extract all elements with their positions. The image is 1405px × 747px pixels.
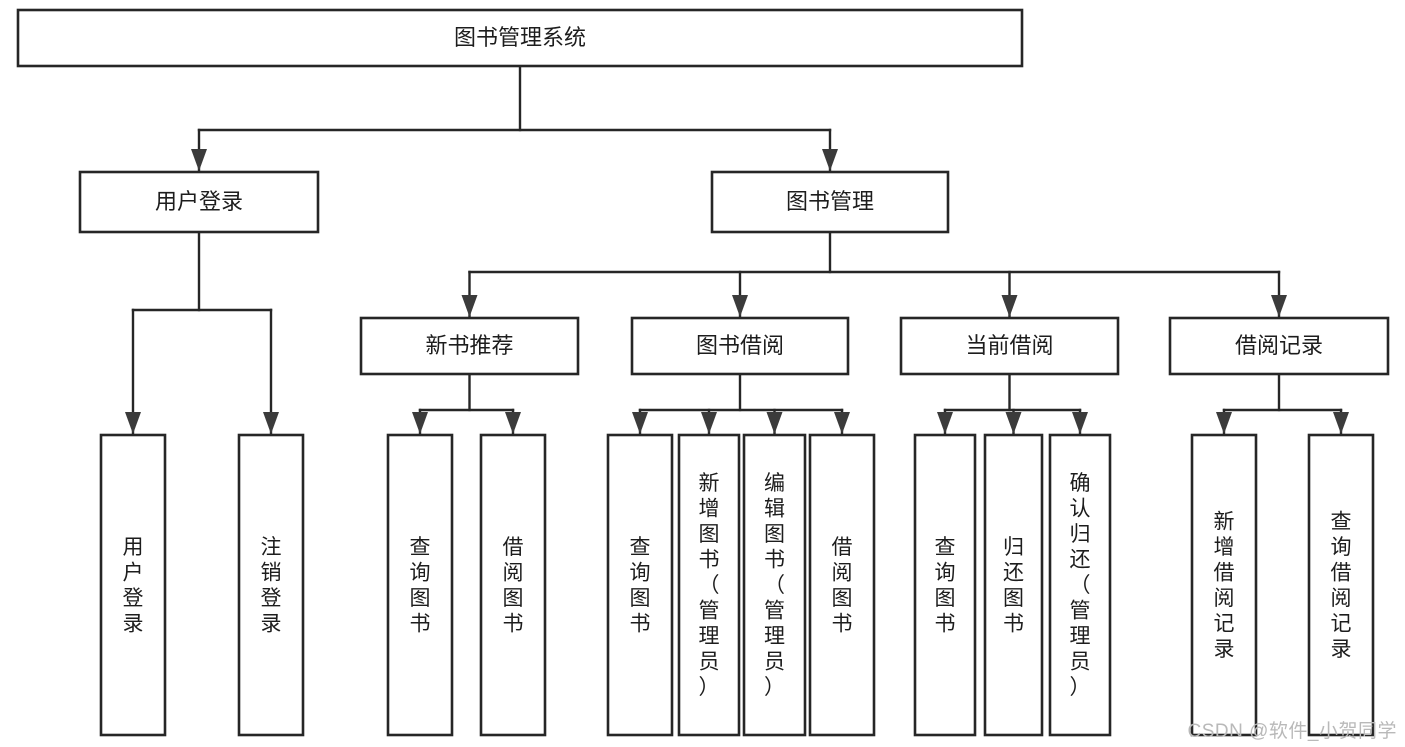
arrow-l_query_book_3 xyxy=(937,412,953,434)
node-box xyxy=(359,316,580,376)
node-label: 当前借阅 xyxy=(965,333,1053,358)
node-label: 编辑图书（管理员） xyxy=(764,472,785,699)
node-box xyxy=(710,170,950,234)
node-box xyxy=(677,433,741,737)
arrow-n_book_borrow xyxy=(732,295,748,317)
node-label: 借阅图书 xyxy=(832,536,853,636)
arrow-l_edit_book xyxy=(766,412,783,434)
arrow-l_add_book xyxy=(701,412,717,434)
node-label: 新增借阅记录 xyxy=(1214,510,1235,661)
node-box xyxy=(808,433,876,737)
node-label: 注销登录 xyxy=(261,536,282,636)
node-label: 用户登录 xyxy=(155,189,243,214)
node-n-book-borrow[interactable]: 图书借阅 xyxy=(630,316,850,376)
node-l-query-book-3[interactable]: 查询图书 xyxy=(913,433,977,737)
arrow-l_query_record xyxy=(1333,412,1349,434)
node-label: 查询借阅记录 xyxy=(1331,510,1352,661)
node-box xyxy=(983,433,1044,737)
node-box xyxy=(99,433,167,737)
node-label: 借阅图书 xyxy=(503,536,524,636)
arrow-n_current_borrow xyxy=(1001,295,1018,317)
arrow-l_query_book_2 xyxy=(632,412,648,434)
node-root[interactable]: 图书管理系统 xyxy=(16,8,1024,68)
node-box xyxy=(742,433,807,737)
node-label: 查询图书 xyxy=(935,536,956,636)
node-l-add-record[interactable]: 新增借阅记录 xyxy=(1190,433,1258,737)
node-box xyxy=(1168,316,1390,376)
node-layer: 图书管理系统用户登录图书管理新书推荐图书借阅当前借阅借阅记录用户登录注销登录查询… xyxy=(16,8,1390,737)
node-l-edit-book[interactable]: 编辑图书（管理员） xyxy=(742,433,807,737)
node-l-logout[interactable]: 注销登录 xyxy=(237,433,305,737)
node-label: 确认归还（管理员） xyxy=(1070,472,1091,699)
arrow-l_return_book xyxy=(1005,412,1022,434)
node-box xyxy=(386,433,454,737)
node-box xyxy=(78,170,320,234)
arrow-l_confirm_return xyxy=(1072,412,1088,434)
arrow-l_borrow_book_1 xyxy=(505,412,521,434)
node-l-add-book[interactable]: 新增图书（管理员） xyxy=(677,433,741,737)
node-label: 新增图书（管理员） xyxy=(699,472,720,699)
connector-layer xyxy=(125,64,1349,436)
node-l-user-login[interactable]: 用户登录 xyxy=(99,433,167,737)
node-label: 查询图书 xyxy=(410,536,431,636)
node-label: 图书管理 xyxy=(786,189,874,214)
arrow-n_book_mgmt xyxy=(822,149,838,171)
node-n-current-borrow[interactable]: 当前借阅 xyxy=(899,316,1120,376)
csdn-watermark: CSDN @软件_小贺同学 xyxy=(1187,721,1397,742)
arrow-l_query_book_1 xyxy=(412,412,428,434)
node-l-borrow-book-1[interactable]: 借阅图书 xyxy=(479,433,547,737)
node-box xyxy=(630,316,850,376)
node-box xyxy=(1307,433,1375,737)
node-box xyxy=(1048,433,1112,737)
arrow-n_borrow_record xyxy=(1271,295,1287,317)
node-n-borrow-record[interactable]: 借阅记录 xyxy=(1168,316,1390,376)
node-l-confirm-return[interactable]: 确认归还（管理员） xyxy=(1048,433,1112,737)
node-label: 用户登录 xyxy=(123,536,144,636)
node-l-borrow-book-2[interactable]: 借阅图书 xyxy=(808,433,876,737)
node-l-return-book[interactable]: 归还图书 xyxy=(983,433,1044,737)
node-n-book-mgmt[interactable]: 图书管理 xyxy=(710,170,950,234)
node-l-query-book-2[interactable]: 查询图书 xyxy=(606,433,674,737)
node-box xyxy=(16,8,1024,68)
node-box xyxy=(899,316,1120,376)
node-label: 查询图书 xyxy=(630,536,651,636)
node-box xyxy=(237,433,305,737)
arrow-l_borrow_book_2 xyxy=(834,412,850,434)
arrow-n_new_book_rec xyxy=(461,295,478,317)
node-box xyxy=(479,433,547,737)
arrow-l_logout xyxy=(263,412,279,434)
node-n-new-book-rec[interactable]: 新书推荐 xyxy=(359,316,580,376)
arrow-l_add_record xyxy=(1216,412,1232,434)
arrow-l_user_login xyxy=(125,412,141,434)
node-label: 借阅记录 xyxy=(1235,333,1323,358)
node-box xyxy=(913,433,977,737)
node-label: 图书借阅 xyxy=(696,333,784,358)
node-label: 归还图书 xyxy=(1003,536,1024,636)
node-n-user-login[interactable]: 用户登录 xyxy=(78,170,320,234)
node-label: 图书管理系统 xyxy=(454,25,586,50)
node-box xyxy=(606,433,674,737)
arrow-n_user_login xyxy=(191,149,207,171)
node-l-query-book-1[interactable]: 查询图书 xyxy=(386,433,454,737)
node-l-query-record[interactable]: 查询借阅记录 xyxy=(1307,433,1375,737)
node-label: 新书推荐 xyxy=(425,333,513,358)
node-box xyxy=(1190,433,1258,737)
